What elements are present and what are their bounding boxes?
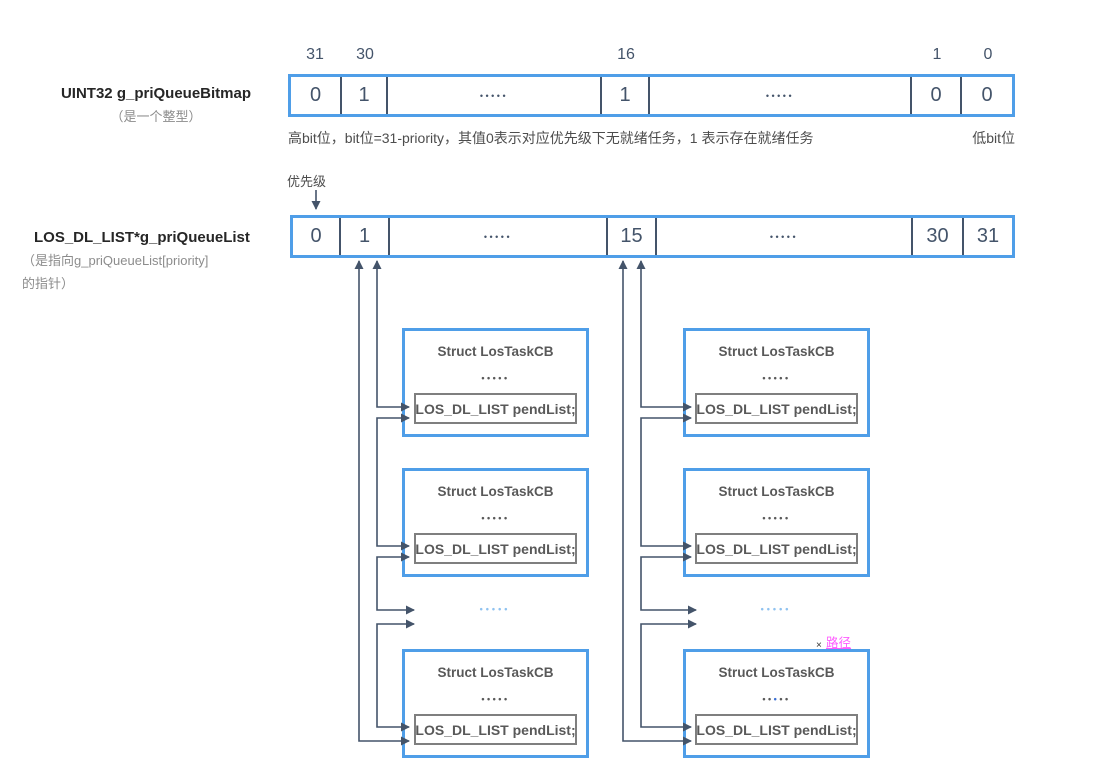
queue-list-label: LOS_DL_LIST*g_priQueueList （是指向g_priQueu…: [22, 226, 272, 295]
queue-list-label-subtitle2: 的指针）: [22, 276, 75, 291]
continuation-dots-left: •••••: [479, 604, 511, 614]
queue-cell-31: 31: [976, 225, 1000, 247]
bit-label-16: 16: [617, 46, 635, 63]
task-box-right-3: Struct LosTaskCB ••••• LOS_DL_LIST pendL…: [683, 649, 870, 758]
continuation-dots-right: •••••: [760, 604, 792, 614]
queue-list-label-subtitle1: （是指向g_priQueueList[priority]: [22, 253, 209, 268]
bitmap-cell-30: 1: [342, 77, 388, 114]
pendlist-box: LOS_DL_LIST pendList;: [695, 533, 858, 564]
task-ellipsis: •••••: [481, 513, 510, 523]
bitmap-row: 0 1 ••••• 1 ••••• 0 0: [288, 74, 1015, 117]
bitmap-cell-ellipsis-high: •••••: [388, 77, 602, 114]
pendlist-box: LOS_DL_LIST pendList;: [414, 714, 577, 745]
queue-cell-15: 15: [608, 218, 657, 255]
bitmap-cell-ellipsis-low: •••••: [650, 77, 912, 114]
queue-list-row: 0 1 ••••• 15 ••••• 30 31: [290, 215, 1015, 258]
task-title: Struct LosTaskCB: [437, 665, 554, 680]
ellipsis-dots: •••••: [483, 231, 513, 242]
task-ellipsis: •••••: [762, 373, 791, 383]
ellipsis-dots: •••••: [769, 231, 799, 242]
queue-cell-0: 0: [293, 218, 341, 255]
wire-right-outer: [618, 260, 692, 746]
task-ellipsis: •••••: [481, 694, 510, 704]
task-title: Struct LosTaskCB: [718, 344, 835, 359]
caption-high-bit: 高bit位，bit位=31-priority，其值0表示对应优先级下无就绪任务，…: [288, 130, 814, 146]
queue-list-label-title: LOS_DL_LIST*g_priQueueList: [34, 229, 250, 246]
ellipsis-dots: ••: [779, 694, 791, 704]
task-ellipsis: •••••: [481, 373, 510, 383]
text-cursor-mark: ×: [816, 640, 822, 651]
task-title: Struct LosTaskCB: [437, 344, 554, 359]
task-ellipsis: •••••: [762, 513, 791, 523]
bitmap-caption: 高bit位，bit位=31-priority，其值0表示对应优先级下无就绪任务，…: [288, 128, 1015, 148]
pendlist-box: LOS_DL_LIST pendList;: [414, 393, 577, 424]
task-box-right-2: Struct LosTaskCB ••••• LOS_DL_LIST pendL…: [683, 468, 870, 577]
ellipsis-dot-selected: •: [773, 694, 780, 704]
caption-low-bit: 低bit位: [972, 130, 1015, 146]
bitmap-cell-1: 0: [912, 77, 962, 114]
bit-label-30: 30: [356, 46, 374, 63]
queue-cell-1: 1: [341, 218, 390, 255]
task-box-left-1: Struct LosTaskCB ••••• LOS_DL_LIST pendL…: [402, 328, 589, 437]
path-annotation-link[interactable]: 路径: [826, 636, 852, 650]
bitmap-cell-16: 1: [602, 77, 650, 114]
queue-cell-ellipsis-2: •••••: [657, 218, 913, 255]
bitmap-label-title: UINT32 g_priQueueBitmap: [60, 85, 252, 102]
task-title: Struct LosTaskCB: [718, 665, 835, 680]
bitmap-cell-0: 0: [981, 84, 993, 106]
queue-cell-ellipsis-1: •••••: [390, 218, 608, 255]
queue-cell-30: 30: [913, 218, 964, 255]
priority-label: 优先级: [287, 174, 327, 189]
bit-label-1: 1: [932, 46, 942, 63]
task-title: Struct LosTaskCB: [718, 484, 835, 499]
task-box-right-1: Struct LosTaskCB ••••• LOS_DL_LIST pendL…: [683, 328, 870, 437]
task-title: Struct LosTaskCB: [437, 484, 554, 499]
bit-label-0: 0: [983, 46, 993, 63]
task-ellipsis-highlighted: •••••: [686, 694, 867, 704]
bitmap-label-subtitle: （是一个整型）: [110, 109, 202, 124]
task-box-left-3: Struct LosTaskCB ••••• LOS_DL_LIST pendL…: [402, 649, 589, 758]
ellipsis-dots: •••••: [765, 90, 795, 101]
pendlist-box: LOS_DL_LIST pendList;: [695, 714, 858, 745]
bitmap-label: UINT32 g_priQueueBitmap （是一个整型）: [45, 82, 267, 128]
ellipsis-dots: ••: [762, 694, 774, 704]
pendlist-box: LOS_DL_LIST pendList;: [695, 393, 858, 424]
ellipsis-dots: •••••: [479, 90, 509, 101]
bitmap-cell-31: 0: [291, 77, 342, 114]
pendlist-box: LOS_DL_LIST pendList;: [414, 533, 577, 564]
task-box-left-2: Struct LosTaskCB ••••• LOS_DL_LIST pendL…: [402, 468, 589, 577]
bit-label-31: 31: [306, 46, 324, 63]
